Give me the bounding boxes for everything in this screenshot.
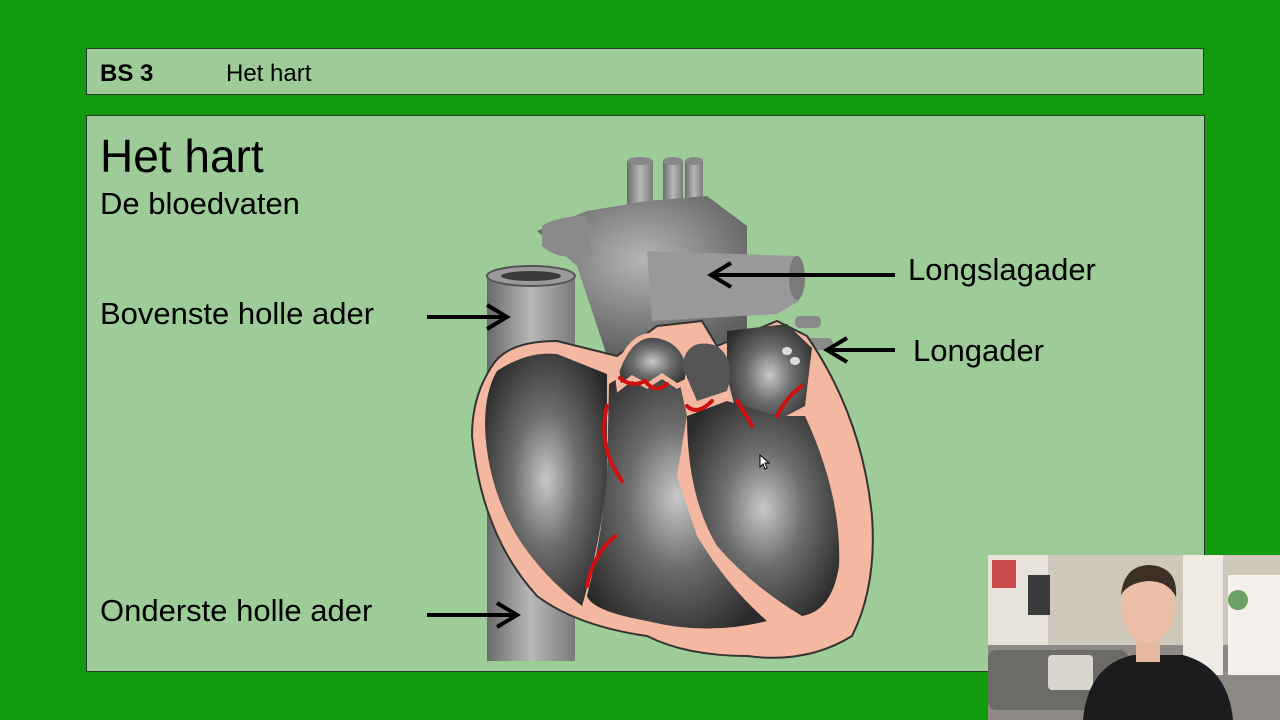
presenter-video xyxy=(988,555,1280,720)
right-ventricle xyxy=(587,366,767,629)
lesson-code: BS 3 xyxy=(100,60,154,87)
heart-diagram xyxy=(427,157,895,661)
right-chamber xyxy=(485,353,607,606)
label-pulmonary-artery: Longslagader xyxy=(908,252,1096,287)
header-bar: BS 3 Het hart xyxy=(86,48,1204,95)
mouse-cursor-icon xyxy=(759,454,771,470)
label-vena-cava-superior: Bovenste holle ader xyxy=(100,296,375,331)
left-ventricle xyxy=(687,401,840,616)
heart-valves xyxy=(585,376,804,588)
pulmonary-artery-vessel xyxy=(647,251,805,321)
slide-subtitle: De bloedvaten xyxy=(100,186,300,221)
label-pulmonary-vein: Longader xyxy=(913,333,1045,368)
label-vena-cava-inferior: Onderste holle ader xyxy=(100,593,373,628)
slide-panel: Het hart De bloedvaten xyxy=(86,115,1205,672)
arrows xyxy=(427,261,895,629)
lesson-title: Het hart xyxy=(226,60,312,87)
webcam-overlay xyxy=(988,555,1280,720)
slide-title: Het hart xyxy=(100,130,264,182)
